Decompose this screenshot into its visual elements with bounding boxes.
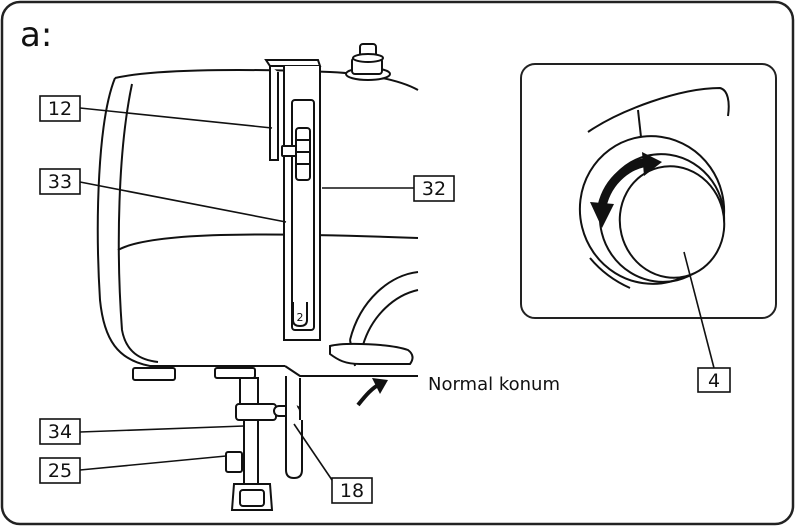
curved-arrow-counterclockwise-icon [590,152,662,228]
tension-dial [281,127,311,181]
panel-label: a: [20,15,52,55]
callout-label-12: 12 [48,98,72,120]
callout-box-18 [331,477,373,504]
callout-label-33: 33 [48,171,72,193]
dial-mark: 2 [292,302,308,328]
callout-box-33 [39,168,81,195]
leader-lines [79,107,715,481]
callout-label-32: 32 [422,178,446,200]
sewing-machine-head [96,69,419,381]
callout-label-34: 34 [48,421,72,443]
callout-label-18: 18 [340,480,364,502]
callout-label-4: 4 [708,370,720,392]
callout-box-34 [39,418,81,445]
normal-position-note: Normal konum [428,374,560,395]
curved-arrow-up-icon [356,378,388,407]
callout-label-25: 25 [48,460,72,482]
callout-box-4 [697,367,731,393]
callout-box-25 [39,457,81,484]
callout-box-12 [39,95,81,122]
spool-pin [345,43,391,81]
needle-presser-assembly [225,377,301,511]
dial-mark-label: 2 [297,311,304,324]
callout-box-32 [413,175,455,202]
presser-foot-lifter [285,342,414,480]
